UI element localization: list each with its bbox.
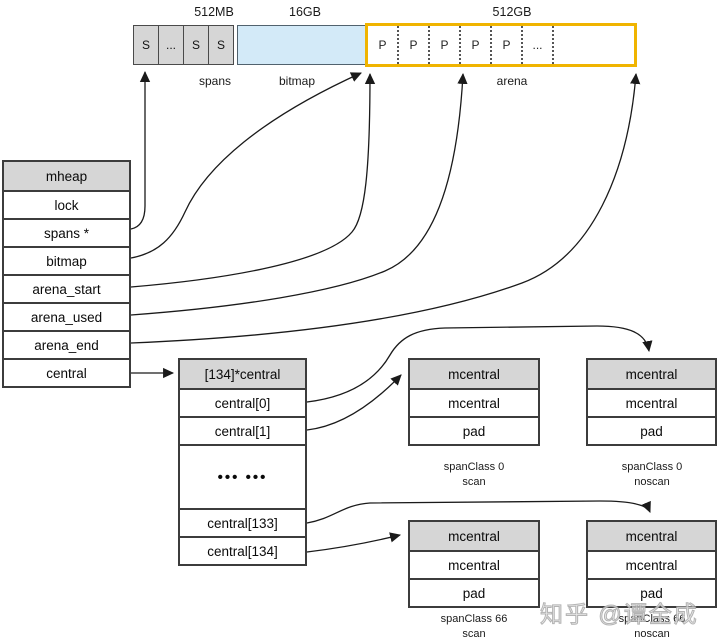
size-label-bitmap: 16GB (289, 5, 321, 19)
central-array-title: [134]*central (180, 360, 305, 388)
arena-page-cell: P (461, 26, 492, 64)
mcentral-table-class0-scan: mcentral mcentral pad (408, 358, 540, 446)
arena-page-cell: P (399, 26, 430, 64)
mcentral-row: mcentral (588, 550, 715, 578)
span-cell: S (183, 25, 209, 65)
mcentral-title: mcentral (410, 522, 538, 550)
central-row-134: central[134] (180, 536, 305, 564)
mcentral-table-class66-noscan: mcentral mcentral pad (586, 520, 717, 608)
mcentral-title: mcentral (588, 522, 715, 550)
arrow-bitmap-to-bar (130, 72, 362, 259)
arrow-arena-start-to-bar (130, 72, 376, 288)
mcentral-table-class66-scan: mcentral mcentral pad (408, 520, 540, 608)
span-cell: S (208, 25, 234, 65)
mcentral-table-class0-noscan: mcentral mcentral pad (586, 358, 717, 446)
arrow-spans-to-bar (130, 70, 151, 230)
central-row-1: central[1] (180, 416, 305, 444)
span-cell: S (133, 25, 159, 65)
caption-line: spanClass 66 (440, 613, 508, 625)
arrow-arena-used-to-bar (130, 72, 468, 316)
mheap-row-spans: spans * (4, 218, 129, 246)
mcentral-row-pad: pad (410, 578, 538, 606)
arena-page-cell: P (430, 26, 461, 64)
arrow-arena-end-to-bar (130, 72, 641, 344)
bitmap-segment (237, 25, 368, 65)
mcentral-row-pad: pad (410, 416, 538, 444)
mcentral-title: mcentral (588, 360, 715, 388)
caption-class0-noscan: spanClass 0 noscan (622, 460, 683, 491)
mheap-row-bitmap: bitmap (4, 246, 129, 274)
arrow-central134-to-mcentral-scan (306, 532, 402, 553)
central-rows-ellipsis: ••• ••• (180, 444, 305, 508)
caption-line: spanClass 0 (443, 461, 505, 473)
caption-line: spanClass 0 (621, 461, 683, 473)
caption-class66-noscan: spanClass 66 noscan (619, 612, 686, 643)
arena-segment: P P P P P ... (365, 23, 637, 67)
mheap-row-arena-start: arena_start (4, 274, 129, 302)
mcentral-row: mcentral (588, 388, 715, 416)
arena-page-cell: P (368, 26, 399, 64)
caption-class66-scan: spanClass 66 scan (441, 612, 508, 643)
mcentral-row-pad: pad (588, 578, 715, 606)
mheap-title: mheap (4, 162, 129, 190)
section-label-arena: arena (496, 74, 528, 88)
mheap-table: mheap lock spans * bitmap arena_start ar… (2, 160, 131, 388)
arena-page-cell-ellipsis: ... (523, 26, 554, 64)
section-label-bitmap: bitmap (278, 74, 316, 88)
central-row-0: central[0] (180, 388, 305, 416)
mcentral-row-pad: pad (588, 416, 715, 444)
arrow-central1-to-mcentral-scan (306, 374, 402, 431)
central-row-133: central[133] (180, 508, 305, 536)
caption-line: scan (462, 628, 486, 641)
mcentral-title: mcentral (410, 360, 538, 388)
mcentral-row: mcentral (410, 550, 538, 578)
size-label-spans: 512MB (194, 5, 234, 19)
caption-class0-scan: spanClass 0 scan (444, 460, 505, 491)
central-array-table: [134]*central central[0] central[1] ••• … (178, 358, 307, 566)
spans-segment: S ... S S (133, 25, 234, 65)
caption-line: noscan (634, 628, 670, 641)
section-label-spans: spans (198, 74, 232, 88)
caption-line: spanClass 66 (618, 613, 686, 625)
arena-free-space (554, 26, 634, 64)
mheap-row-arena-end: arena_end (4, 330, 129, 358)
mheap-row-arena-used: arena_used (4, 302, 129, 330)
zhihu-watermark: 知乎 @谭全成 (540, 601, 699, 628)
mheap-row-lock: lock (4, 190, 129, 218)
mheap-row-central: central (4, 358, 129, 386)
size-label-arena: 512GB (492, 5, 532, 19)
caption-line: noscan (634, 476, 670, 489)
arena-page-cell: P (492, 26, 523, 64)
span-cell-ellipsis: ... (158, 25, 184, 65)
caption-line: scan (462, 476, 486, 489)
mcentral-row: mcentral (410, 388, 538, 416)
